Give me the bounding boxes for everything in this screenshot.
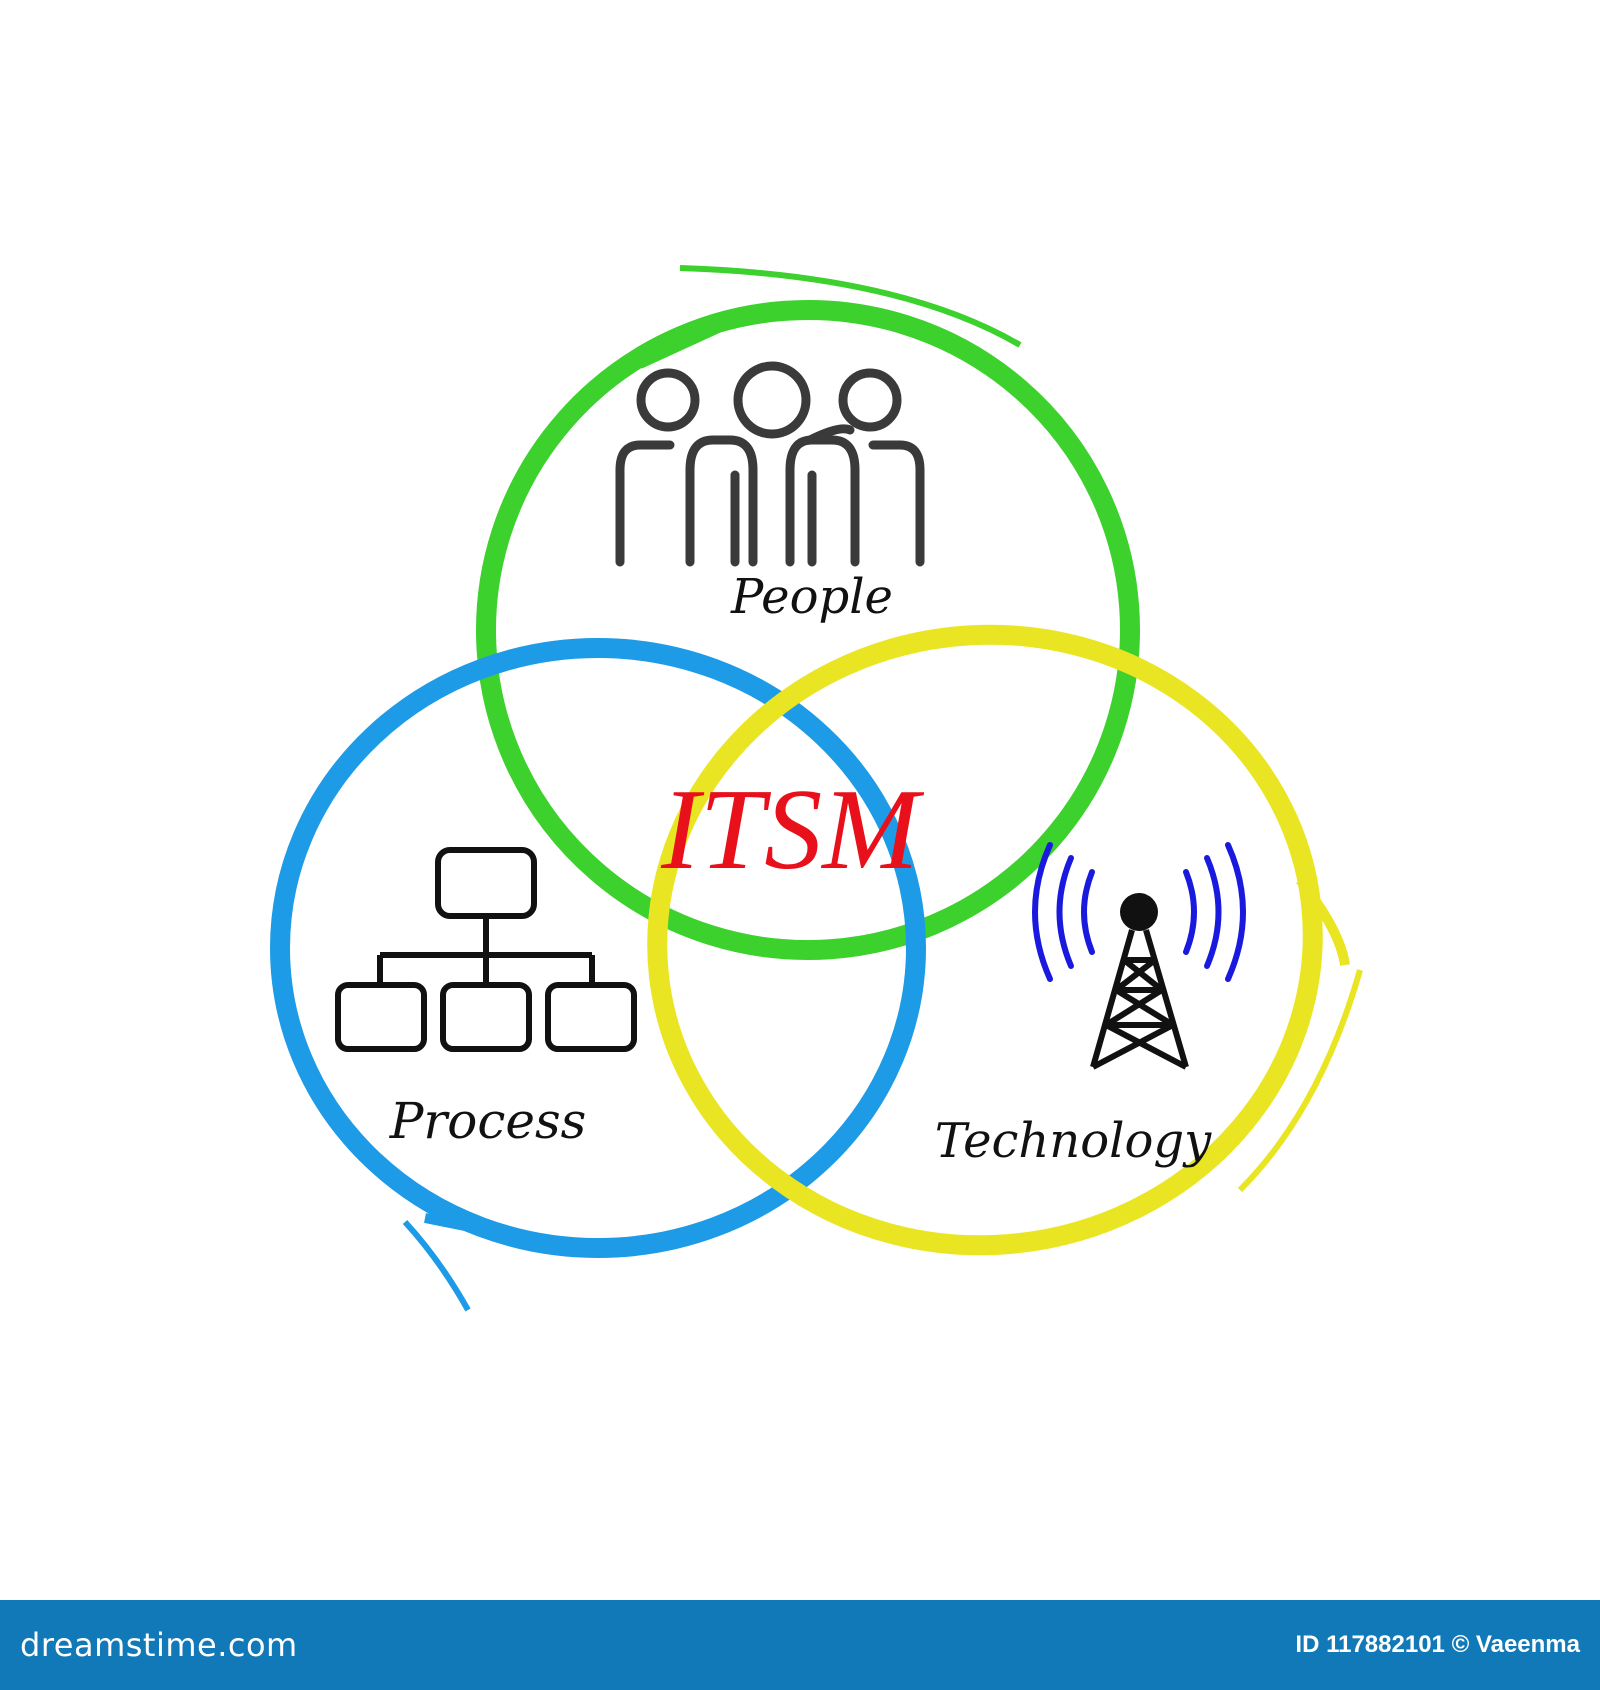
process-label: Process [389,1092,587,1150]
footer-brand[interactable]: dreamstime.com [20,1626,298,1664]
center-label-itsm: ITSM [660,766,924,894]
process-ring [270,638,926,1312]
radio-tower-icon [1032,842,1246,1070]
people-label: People [730,569,893,625]
people-ring [476,265,1140,961]
footer-bar: dreamstime.com ID 117882101 © Vaeenma [0,1600,1600,1690]
footer-credit: ID 117882101 © Vaeenma [1295,1631,1580,1658]
technology-ring [647,624,1363,1256]
people-icon [615,361,925,567]
technology-label: Technology [935,1113,1212,1169]
hierarchy-chart-icon [335,847,637,1052]
itsm-venn-diagram: People Process Technology ITSM [270,265,1363,1312]
